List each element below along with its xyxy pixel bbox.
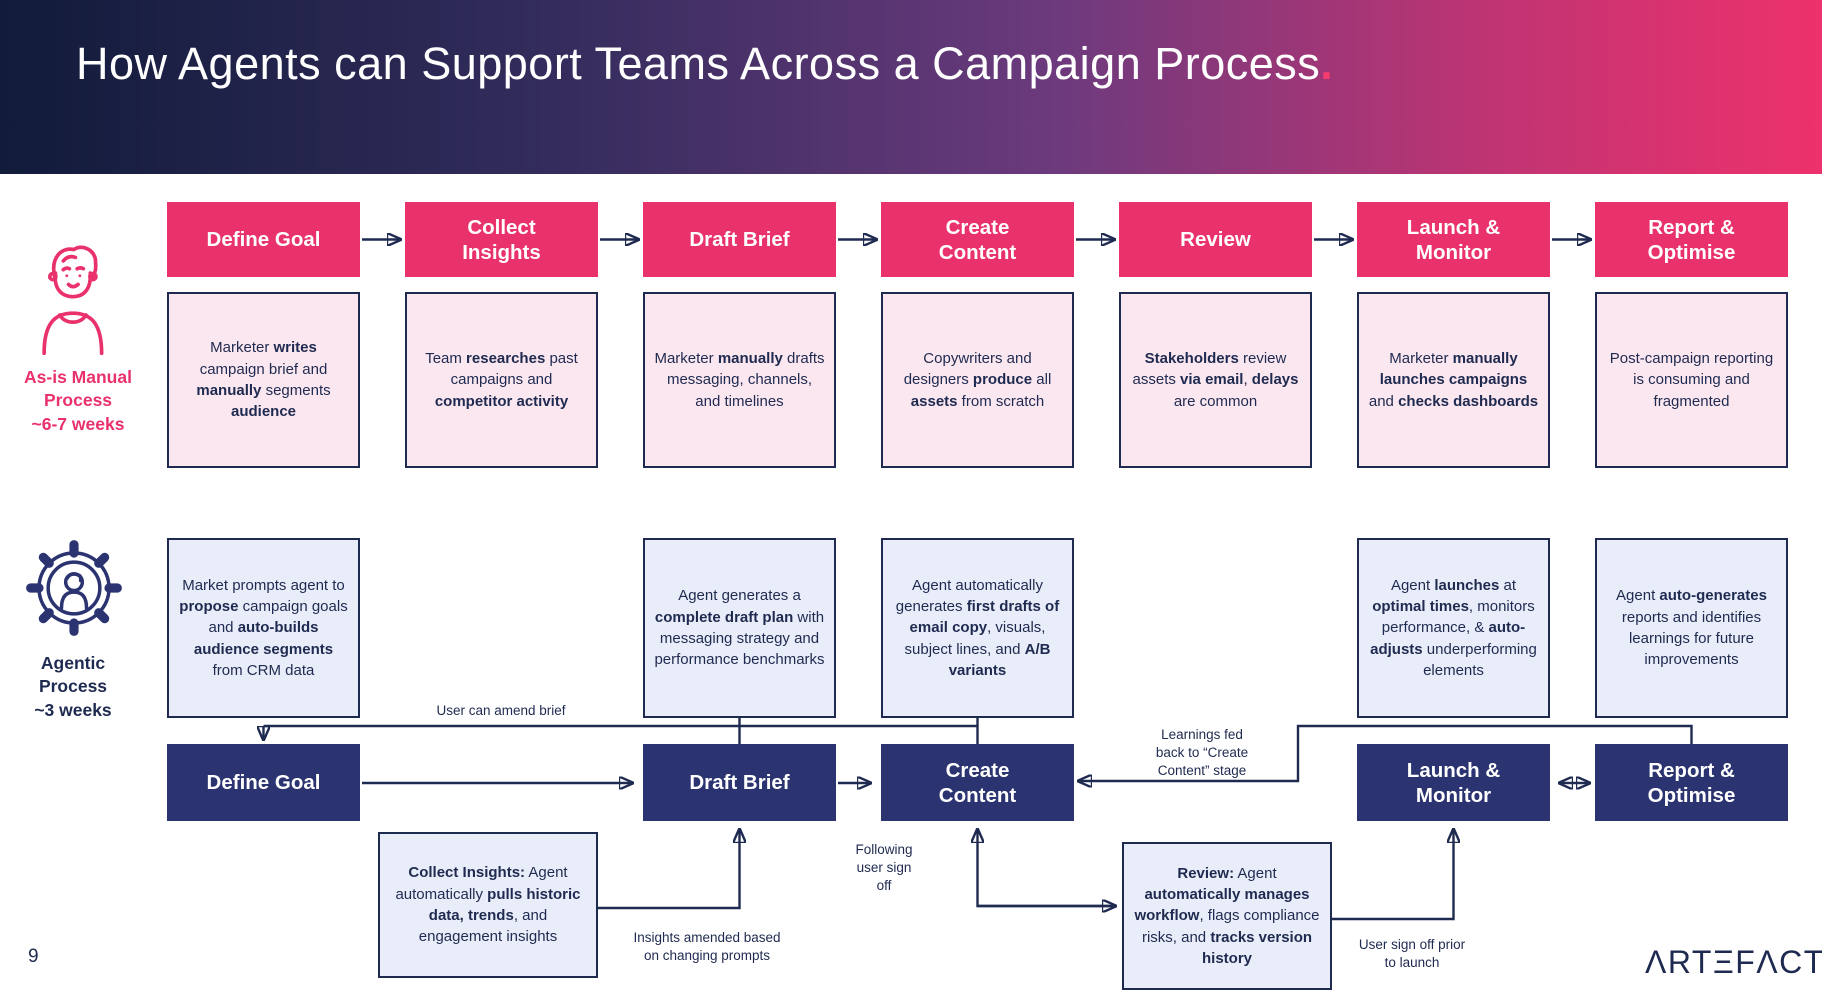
agentic-desc-text: Agent automatically generates first draf…: [895, 576, 1060, 679]
collect-insights-text: Collect Insights: Agent automatically pu…: [395, 864, 581, 946]
manual-desc-text: Stakeholders review assets via email, de…: [1132, 350, 1299, 410]
arrow-collect-into-draft: [598, 831, 740, 910]
manual-desc-create-content: Copywriters and designers produce all as…: [881, 292, 1074, 468]
agentic-desc-text: Agent auto-generates reports and identif…: [1616, 587, 1767, 669]
stage-create-content: Create Content: [881, 202, 1074, 277]
agentic-stage-report-optimise: Report & Optimise: [1595, 744, 1788, 821]
manual-desc-collect-insights: Team researches past campaigns and compe…: [405, 292, 598, 468]
agentic-desc-report-optimise: Agent auto-generates reports and identif…: [1595, 538, 1788, 718]
artefact-logo: ΛRTΞFΛCT: [1645, 944, 1822, 980]
person-icon: [24, 240, 120, 362]
agentic-box-review: Review: Agent automatically manages work…: [1122, 842, 1332, 990]
annotation-user-can-amend-brief: User can amend brief: [436, 703, 566, 718]
manual-desc-text: Copywriters and designers produce all as…: [903, 350, 1052, 410]
annotation-learnings-fed-back: Learnings fed back to “Create Content” s…: [1155, 727, 1249, 778]
manual-desc-text: Marketer manually drafts messaging, chan…: [654, 350, 825, 410]
stage-define-goal: Define Goal: [167, 202, 360, 277]
agentic-desc-text: Market prompts agent to propose campaign…: [179, 576, 348, 679]
agentic-desc-text: Agent launches at optimal times, monitor…: [1370, 576, 1537, 679]
agentic-stage-draft-brief: Draft Brief: [643, 744, 836, 821]
manual-desc-text: Marketer writes campaign brief and manua…: [196, 339, 331, 421]
manual-desc-text: Marketer manually launches campaigns and…: [1368, 350, 1539, 410]
page-title: How Agents can Support Teams Across a Ca…: [76, 38, 1333, 90]
arrow-review-into-launch: [1332, 831, 1454, 921]
agentic-desc-text: Agent generates a complete draft plan wi…: [654, 587, 825, 669]
agentic-stage-create-content: Create Content: [881, 744, 1074, 821]
manual-desc-report-optimise: Post-campaign reporting is consuming and…: [1595, 292, 1788, 468]
page-number: 9: [28, 946, 39, 967]
page-title-period: .: [1320, 38, 1334, 89]
person-gear-icon: [24, 530, 124, 646]
annotation-following-user-sign-off: Following user sign off: [855, 842, 913, 893]
stage-report-optimise: Report & Optimise: [1595, 202, 1788, 277]
stage-draft-brief: Draft Brief: [643, 202, 836, 277]
agentic-desc-launch-monitor: Agent launches at optimal times, monitor…: [1357, 538, 1550, 718]
arrow-review-into-create: [978, 831, 1114, 908]
stage-launch-monitor: Launch & Monitor: [1357, 202, 1550, 277]
annotation-user-sign-off-prior: User sign off prior to launch: [1358, 937, 1466, 970]
page-title-text: How Agents can Support Teams Across a Ca…: [76, 38, 1321, 89]
manual-desc-text: Team researches past campaigns and compe…: [425, 350, 578, 410]
manual-desc-launch-monitor: Marketer manually launches campaigns and…: [1357, 292, 1550, 468]
manual-desc-define-goal: Marketer writes campaign brief and manua…: [167, 292, 360, 468]
agentic-desc-define-goal: Market prompts agent to propose campaign…: [167, 538, 360, 718]
stage-collect-insights: Collect Insights: [405, 202, 598, 277]
agentic-stage-launch-monitor: Launch & Monitor: [1357, 744, 1550, 821]
agentic-track-label: Agentic Process ~3 weeks: [34, 653, 112, 720]
agentic-desc-create-content: Agent automatically generates first draf…: [881, 538, 1074, 718]
manual-desc-review: Stakeholders review assets via email, de…: [1119, 292, 1312, 468]
review-text: Review: Agent automatically manages work…: [1134, 864, 1320, 967]
manual-track-label: As-is Manual Process ~6-7 weeks: [24, 367, 132, 434]
agentic-box-collect-insights: Collect Insights: Agent automatically pu…: [378, 832, 598, 978]
stage-review: Review: [1119, 202, 1312, 277]
agentic-stage-define-goal: Define Goal: [167, 744, 360, 821]
header-banner: [0, 0, 1822, 174]
agentic-desc-draft-brief: Agent generates a complete draft plan wi…: [643, 538, 836, 718]
manual-desc-text: Post-campaign reporting is consuming and…: [1609, 350, 1774, 410]
manual-desc-draft-brief: Marketer manually drafts messaging, chan…: [643, 292, 836, 468]
annotation-insights-amended: Insights amended based on changing promp…: [633, 930, 781, 963]
